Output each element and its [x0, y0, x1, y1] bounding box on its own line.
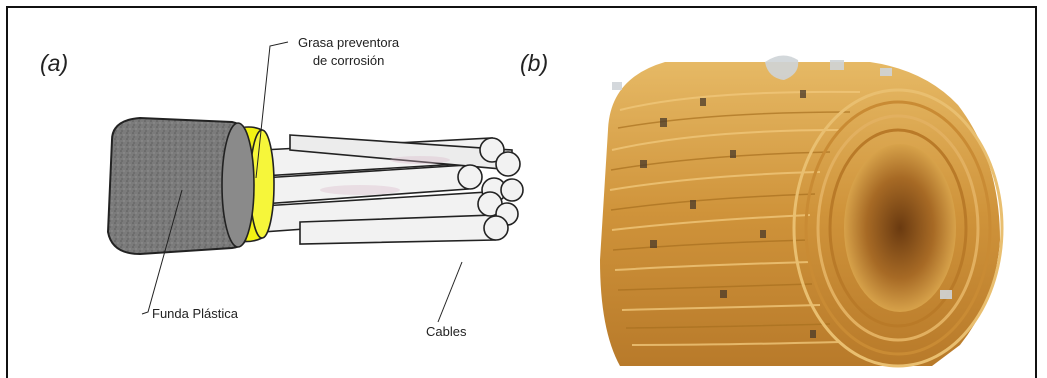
- cables-callout: Cables: [426, 323, 466, 341]
- plastic-sheath: [108, 118, 254, 254]
- grease-callout: Grasa preventora de corrosión: [298, 34, 399, 70]
- panel-a-label: (a): [40, 50, 68, 77]
- panel-b-label: (b): [520, 50, 548, 77]
- grease-callout-line1: Grasa preventora: [298, 34, 399, 52]
- cables-leader: [438, 262, 462, 322]
- strand-end: [496, 152, 520, 176]
- sheath-callout: Funda Plástica: [152, 305, 238, 323]
- strand-end: [458, 165, 482, 189]
- coiled-cables-photo: [600, 55, 1002, 366]
- strand-end: [484, 216, 508, 240]
- grease-callout-line2: de corrosión: [298, 52, 399, 70]
- coil-opening: [844, 144, 956, 312]
- strand-end: [501, 179, 523, 201]
- cable-diagram: [108, 42, 523, 322]
